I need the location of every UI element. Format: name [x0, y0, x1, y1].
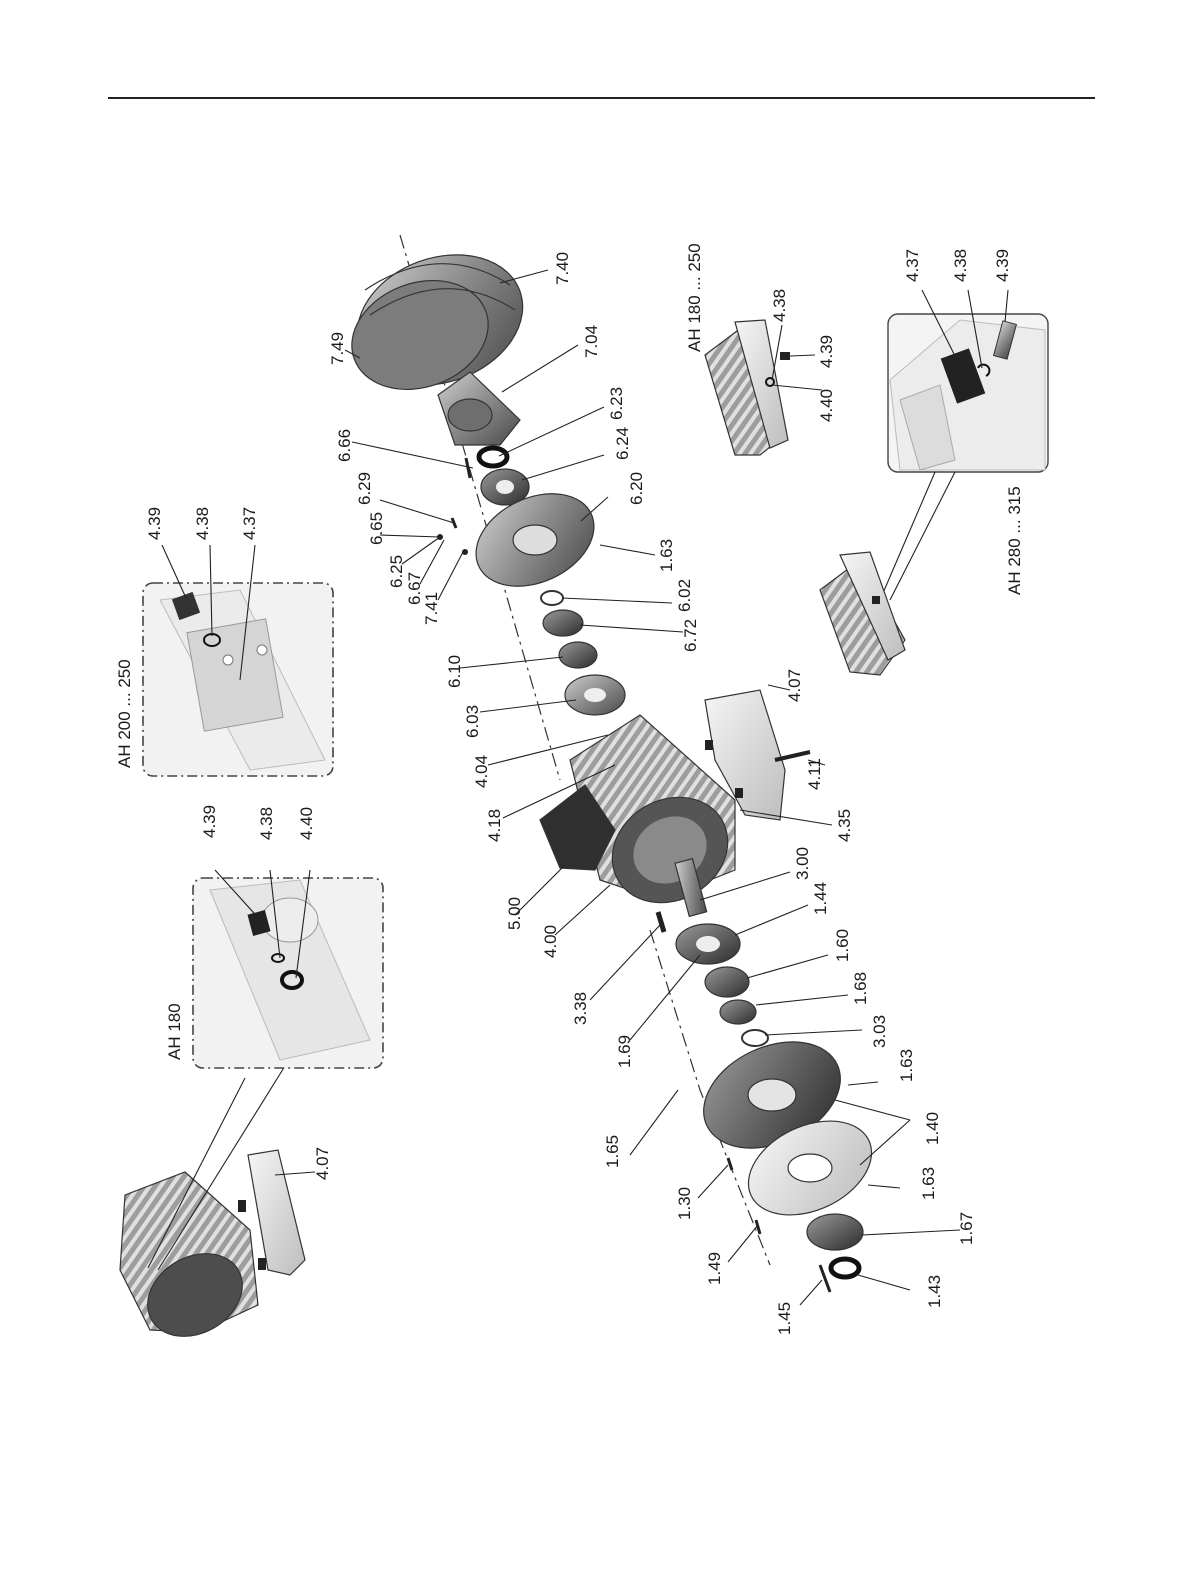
screw-130 — [726, 1157, 734, 1171]
foot-spacer — [705, 740, 713, 750]
screw-149 — [754, 1219, 762, 1235]
label-6-66: 6.66 — [335, 429, 354, 462]
label-inset4-4-37: 4.37 — [903, 249, 922, 282]
label-4-07-left: 4.07 — [313, 1147, 332, 1180]
label-7-40: 7.40 — [553, 252, 572, 285]
motor-detail-ah280 — [819, 551, 906, 676]
label-6-29: 6.29 — [355, 472, 374, 505]
label-6-03: 6.03 — [463, 705, 482, 738]
label-inset3-4-40: 4.40 — [817, 389, 836, 422]
inner-bearing-cover-bore — [584, 688, 606, 702]
v-ring-143 — [828, 1256, 862, 1280]
label-1-69: 1.69 — [615, 1035, 634, 1068]
v-ring-seal — [476, 445, 510, 469]
label-1-60: 1.60 — [833, 929, 852, 962]
shaft-key — [655, 911, 667, 933]
inset-title-ah180: AH 180 — [165, 1003, 184, 1060]
inset-title-ah180-250: AH 180 ... 250 — [685, 243, 704, 352]
label-inset3-4-38: 4.38 — [770, 289, 789, 322]
label-inset1-4-39: 4.39 — [200, 805, 219, 838]
outer-cover-167 — [806, 1213, 864, 1251]
nde-end-shield — [475, 493, 595, 587]
label-1-63-de: 1.63 — [897, 1049, 916, 1082]
label-6-02: 6.02 — [675, 579, 694, 612]
label-3-38: 3.38 — [571, 992, 590, 1025]
label-1-49: 1.49 — [705, 1252, 724, 1285]
label-4-04: 4.04 — [472, 755, 491, 788]
de-end-shield — [703, 1041, 841, 1149]
label-1-63-nde: 1.63 — [657, 539, 676, 572]
fan-cover — [351, 254, 524, 391]
label-1-43: 1.43 — [925, 1275, 944, 1308]
header-rule — [108, 97, 1095, 99]
bearing-168 — [719, 999, 757, 1025]
inset-ah280-315 — [879, 289, 1049, 601]
inset-ah200-250 — [142, 544, 334, 777]
bearing-160 — [704, 966, 750, 998]
label-6-65: 6.65 — [367, 512, 386, 545]
label-1-45: 1.45 — [775, 1302, 794, 1335]
de-flange-shield — [747, 1120, 873, 1216]
label-6-23: 6.23 — [607, 387, 626, 420]
label-3-03: 3.03 — [870, 1015, 889, 1048]
label-inset1-4-40: 4.40 — [297, 807, 316, 840]
label-7-49: 7.49 — [328, 332, 347, 365]
label-3-00: 3.00 — [793, 847, 812, 880]
grease-nipple-145 — [818, 1264, 832, 1293]
label-6-20: 6.20 — [627, 472, 646, 505]
pin-741 — [462, 549, 468, 555]
label-1-40: 1.40 — [923, 1112, 942, 1145]
inner-cover-144-bore — [696, 936, 720, 952]
label-6-67: 6.67 — [405, 572, 424, 605]
bearing-610 — [558, 641, 598, 669]
inset-ah180 — [192, 869, 384, 1069]
bearing-672 — [542, 609, 584, 637]
grease-nipple — [464, 457, 472, 479]
label-1-30: 1.30 — [675, 1187, 694, 1220]
label-inset1-4-38: 4.38 — [257, 807, 276, 840]
label-6-24: 6.24 — [613, 427, 632, 460]
label-4-11: 4.11 — [805, 758, 824, 790]
label-1-65: 1.65 — [603, 1135, 622, 1168]
terminal-box — [539, 784, 616, 871]
label-6-10: 6.10 — [445, 655, 464, 688]
part-labels: 7.40 7.49 7.04 6.23 6.66 6.24 6.29 6.20 … — [328, 252, 976, 1335]
leader-lines — [344, 269, 961, 1306]
motor-detail-left — [119, 1065, 316, 1337]
inset-title-ah280-315: AH 280 ... 315 — [1005, 486, 1024, 595]
outer-bearing-cover-bore — [496, 480, 514, 494]
label-inset3-4-39: 4.39 — [817, 335, 836, 368]
detail-ah180-250 — [704, 319, 823, 456]
label-inset2-4-39: 4.39 — [145, 507, 164, 540]
mounting-foot — [704, 689, 786, 821]
label-1-44: 1.44 — [811, 882, 830, 915]
label-6-72: 6.72 — [681, 619, 700, 652]
inset-title-ah200-250: AH 200 ... 250 — [115, 659, 134, 768]
label-7-41: 7.41 — [422, 592, 441, 625]
circlip-303 — [741, 1029, 769, 1047]
label-inset2-4-38: 4.38 — [193, 507, 212, 540]
label-5-00: 5.00 — [505, 897, 524, 930]
label-1-63-flange: 1.63 — [919, 1167, 938, 1200]
label-4-35: 4.35 — [835, 809, 854, 842]
label-7-04: 7.04 — [582, 325, 601, 358]
foot-spacer-2 — [735, 788, 743, 798]
label-6-25: 6.25 — [387, 555, 406, 588]
label-inset4-4-38: 4.38 — [951, 249, 970, 282]
label-4-18: 4.18 — [485, 809, 504, 842]
label-1-67: 1.67 — [957, 1212, 976, 1245]
circlip-602 — [540, 590, 564, 606]
label-4-00: 4.00 — [541, 925, 560, 958]
label-1-68: 1.68 — [851, 972, 870, 1005]
main-axis-line-lower — [649, 929, 771, 1266]
label-inset4-4-39: 4.39 — [993, 249, 1012, 282]
stator-housing — [569, 714, 736, 904]
label-inset2-4-37: 4.37 — [240, 507, 259, 540]
foot-bolt — [774, 750, 811, 762]
label-4-07: 4.07 — [785, 669, 804, 702]
fan-impeller — [437, 371, 521, 446]
rotor-shaft — [674, 857, 708, 918]
